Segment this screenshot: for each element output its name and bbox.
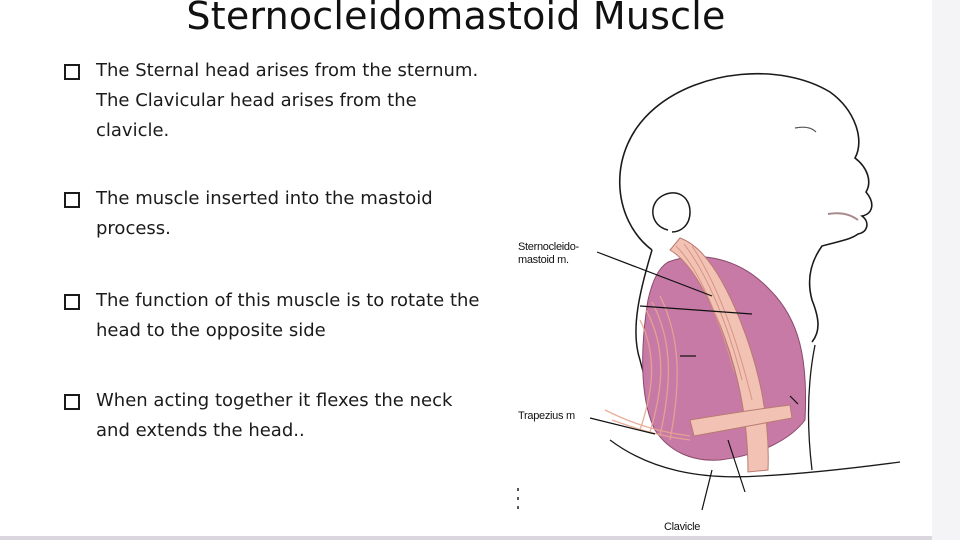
checkbox-bullet-icon (64, 192, 80, 208)
bullet-text: When acting together it flexes the neck … (96, 390, 453, 441)
bullet-item: The muscle inserted into the mastoid pro… (64, 184, 433, 244)
sternocleidomastoid-label: Sternocleido- mastoid m. (518, 241, 579, 266)
bullet-text: The function of this muscle is to rotate… (96, 290, 480, 341)
checkbox-bullet-icon (64, 64, 80, 80)
trapezius-muscle (604, 295, 691, 441)
ear-outline (652, 192, 691, 233)
bullet-item: The Sternal head arises from the sternum… (64, 56, 478, 146)
mouth-mark (827, 212, 859, 221)
leader-line-sternocleidomastoid-2 (639, 305, 753, 315)
checkbox-bullet-icon (64, 394, 80, 410)
checkbox-bullet-icon (64, 294, 80, 310)
bullet-text: The muscle inserted into the mastoid pro… (96, 188, 433, 239)
sternocleidomastoid-band (669, 237, 769, 473)
slide-bottom-edge (0, 536, 932, 540)
leader-line-clavicle-2 (727, 439, 746, 493)
leader-line-trapezius (589, 417, 656, 435)
clavicle-label: Clavicle (664, 521, 701, 533)
slide-title: Sternocleidomastoid Muscle (186, 0, 726, 38)
bullet-text: The Sternal head arises from the sternum… (96, 60, 479, 141)
right-margin (932, 0, 960, 540)
bullet-item: The function of this muscle is to rotate… (64, 286, 480, 346)
neck-muscles-illustration (517, 72, 901, 514)
clavicle-outline (609, 439, 901, 478)
head-outline (618, 72, 873, 343)
slide: Sternocleidomastoid Muscle The Sternal h… (0, 0, 932, 540)
eye-mark (794, 126, 817, 133)
leader-line-clavicle (701, 469, 713, 511)
bullet-item: When acting together it flexes the neck … (64, 386, 452, 446)
trapezius-label: Trapezius m (518, 410, 575, 422)
leader-line-sternocleidomastoid (596, 251, 713, 297)
throat-outline (807, 344, 816, 471)
tick-mark (789, 395, 799, 405)
clavicular-head (689, 404, 793, 437)
